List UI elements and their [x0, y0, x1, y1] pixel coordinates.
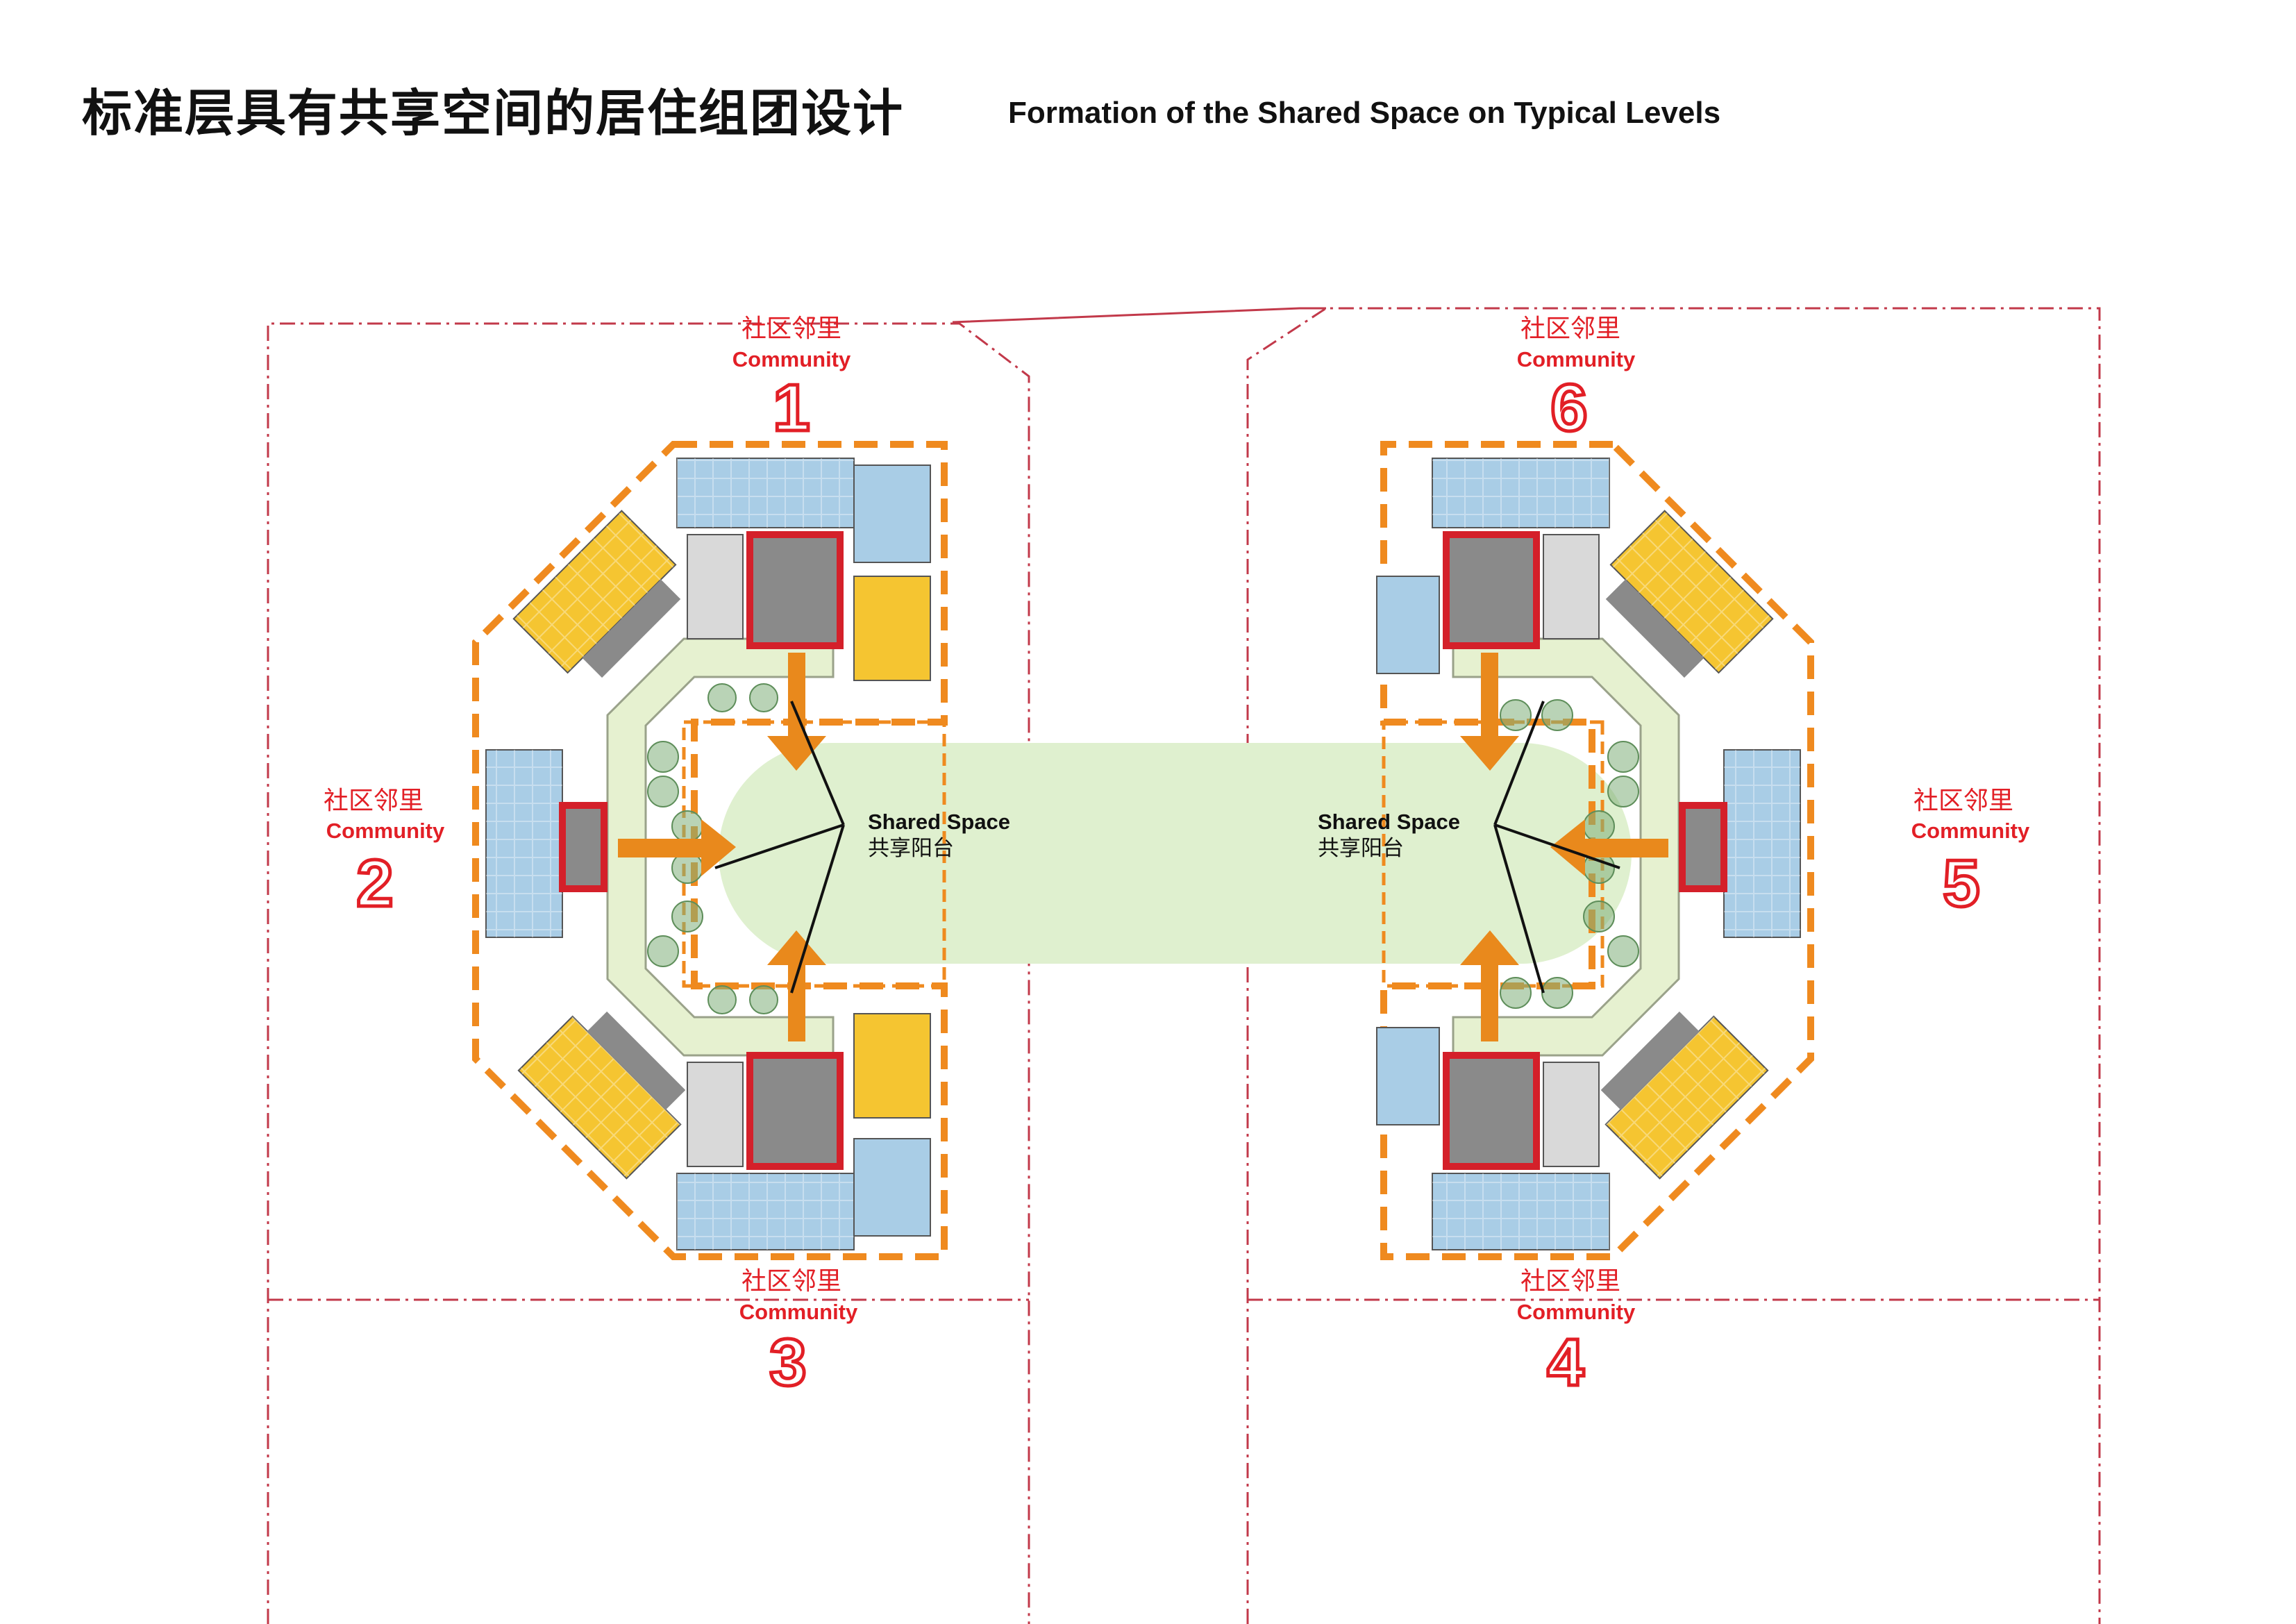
wing-nw-left	[512, 510, 681, 678]
community-en-6: Community	[1517, 347, 1636, 371]
community-number-2: 2	[356, 846, 393, 921]
community-label-2: 社区邻里 Community 2	[324, 787, 445, 923]
site-boundary-top-link	[952, 307, 1326, 324]
community-label-1: 社区邻里 Community 1	[732, 315, 851, 447]
community-number-1: 1	[773, 371, 810, 445]
page-title-cn: 标准层具有共享空间的居住组团设计	[82, 84, 905, 142]
community-cn-2: 社区邻里	[324, 787, 424, 815]
arrow-up-right	[1460, 930, 1519, 1041]
wing-top-right	[1376, 458, 1610, 674]
shared-space-label-en-right: Shared Space	[1318, 810, 1460, 834]
site-boundaries	[267, 307, 2101, 1624]
community-label-5: 社区邻里 Community 5	[1911, 787, 2030, 923]
arrow-up-left	[767, 930, 826, 1041]
arrow-right-left	[618, 819, 736, 876]
community-boundary-left-octagon	[472, 441, 948, 1260]
shared-space-band	[719, 743, 1632, 964]
shared-space-label-en-left: Shared Space	[868, 810, 1010, 834]
community-en-5: Community	[1911, 819, 2030, 843]
wing-ne-right	[1605, 510, 1774, 678]
community-en-2: Community	[326, 819, 445, 843]
community-label-4: 社区邻里 Community 4	[1517, 1267, 1636, 1402]
trees-right	[1500, 699, 1639, 1009]
wing-sw-left	[517, 1011, 686, 1180]
community-number-4: 4	[1547, 1325, 1584, 1400]
trees-left	[647, 683, 778, 1014]
shared-space-area	[719, 743, 1632, 964]
community-en-3: Community	[739, 1300, 858, 1324]
community-cn-6: 社区邻里	[1520, 315, 1620, 343]
community-cn-5: 社区邻里	[1913, 787, 2013, 815]
wing-se-right	[1600, 1011, 1769, 1180]
shared-space-label-left: Shared Space 共享阳台	[868, 810, 1010, 861]
community-cn-1: 社区邻里	[741, 315, 841, 343]
shared-space-label-right: Shared Space 共享阳台	[1318, 810, 1460, 861]
community-en-1: Community	[732, 347, 851, 371]
site-boundary-left-plot	[267, 322, 1030, 1624]
leader-lines-left	[714, 701, 845, 994]
corridor-ring-left	[606, 637, 835, 1057]
community-number-5: 5	[1943, 846, 1979, 921]
flow-arrows-right	[1460, 653, 1668, 1041]
community-number-6: 6	[1550, 371, 1587, 445]
wing-top-left	[676, 458, 931, 681]
wing-bottom-left	[676, 1013, 931, 1250]
community-cn-3: 社区邻里	[741, 1267, 841, 1296]
shared-space-label-cn-left: 共享阳台	[868, 836, 954, 861]
site-boundary-right-plot	[1246, 307, 2101, 1624]
wing-east-right	[1679, 749, 1801, 938]
community-en-4: Community	[1517, 1300, 1636, 1324]
page-title-en: Formation of the Shared Space on Typical…	[1008, 96, 1721, 130]
community-label-6: 社区邻里 Community 6	[1517, 315, 1636, 447]
building-cluster-left	[472, 441, 948, 1260]
leader-lines-right	[1493, 701, 1620, 994]
community-label-3: 社区邻里 Community 3	[739, 1267, 858, 1402]
arrow-down-right	[1460, 653, 1519, 771]
arrow-left-right	[1550, 819, 1668, 876]
wing-bottom-right	[1376, 1027, 1610, 1250]
shared-space-label-cn-right: 共享阳台	[1318, 836, 1404, 861]
corridor-ring-right	[1452, 637, 1680, 1057]
wing-west-left	[485, 749, 607, 938]
community-cn-4: 社区邻里	[1520, 1267, 1620, 1296]
building-cluster-right	[1376, 441, 1814, 1260]
community-number-3: 3	[769, 1325, 806, 1400]
